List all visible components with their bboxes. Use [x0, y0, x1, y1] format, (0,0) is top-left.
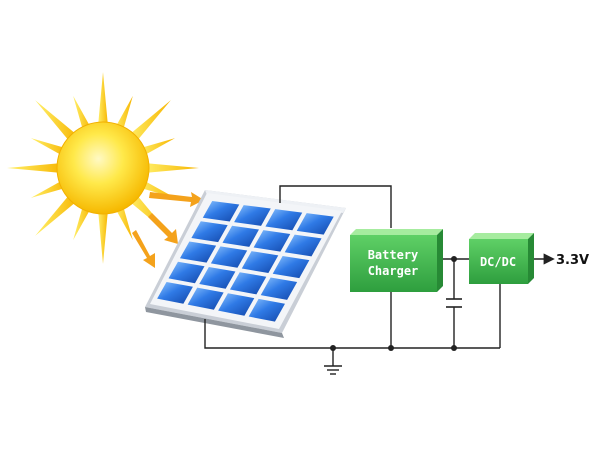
solar-cell [218, 293, 255, 316]
solar-cell [284, 234, 322, 257]
sun-ray [35, 192, 79, 236]
dcdc-label: DC/DC [480, 255, 516, 269]
circuit-wires [204, 185, 501, 366]
junction-dots [330, 256, 457, 351]
sun-ray [30, 138, 68, 157]
solar-cell [179, 241, 217, 263]
solar-cell [202, 201, 240, 222]
sun-ray [138, 179, 176, 198]
ground-symbol [324, 365, 342, 375]
sun-ray [73, 203, 92, 241]
sunlight-arrows [132, 192, 204, 268]
solar-cell [248, 298, 285, 322]
capacitor-symbol [446, 298, 462, 308]
solar-cell [187, 287, 224, 310]
solar-cell [260, 277, 298, 300]
output-voltage-label: 3.3V [556, 253, 589, 268]
battery-charger-label-line2: Charger [368, 264, 419, 278]
solar-cell [222, 225, 259, 247]
junction-dot [388, 345, 394, 351]
sun-rays [7, 72, 199, 264]
sun-core [56, 121, 150, 215]
solar-cell [210, 246, 248, 268]
dcdc-converter-block: DC/DC [469, 233, 534, 284]
junction-dot [330, 345, 336, 351]
solar-cell [199, 266, 236, 289]
sun-ray [114, 203, 133, 241]
sun-ray [7, 162, 64, 174]
sun-ray [97, 72, 109, 129]
solar-cell [157, 281, 193, 304]
solar-cell [229, 272, 267, 295]
solar-cell [253, 230, 291, 252]
sunlight-arrow-icon [148, 213, 178, 244]
sunlight-arrow-icon [149, 192, 204, 207]
junction-dot [451, 256, 457, 262]
solar-cell [241, 251, 279, 273]
sun-ray [114, 95, 133, 133]
solar-cell [296, 213, 334, 235]
sun-ray [30, 179, 68, 198]
sun-ray [97, 207, 109, 264]
solar-cell [191, 221, 228, 243]
sun-ray [73, 95, 92, 133]
solar-cell [265, 209, 303, 231]
sun-ray [35, 100, 79, 144]
sun-ray [138, 138, 176, 157]
solar-panel-cells [157, 201, 334, 322]
sun-ray [142, 162, 199, 174]
solar-cell [234, 205, 271, 226]
sun-icon [7, 72, 199, 264]
sunlight-arrow-icon [132, 230, 155, 268]
solar-cell [272, 256, 310, 279]
battery-charger-block: Battery Charger [350, 229, 443, 292]
sun-ray [127, 100, 171, 144]
solar-cell [168, 261, 205, 284]
solar-panel-icon [145, 190, 346, 338]
junction-dot [451, 345, 457, 351]
battery-charger-label-line1: Battery [368, 248, 419, 262]
